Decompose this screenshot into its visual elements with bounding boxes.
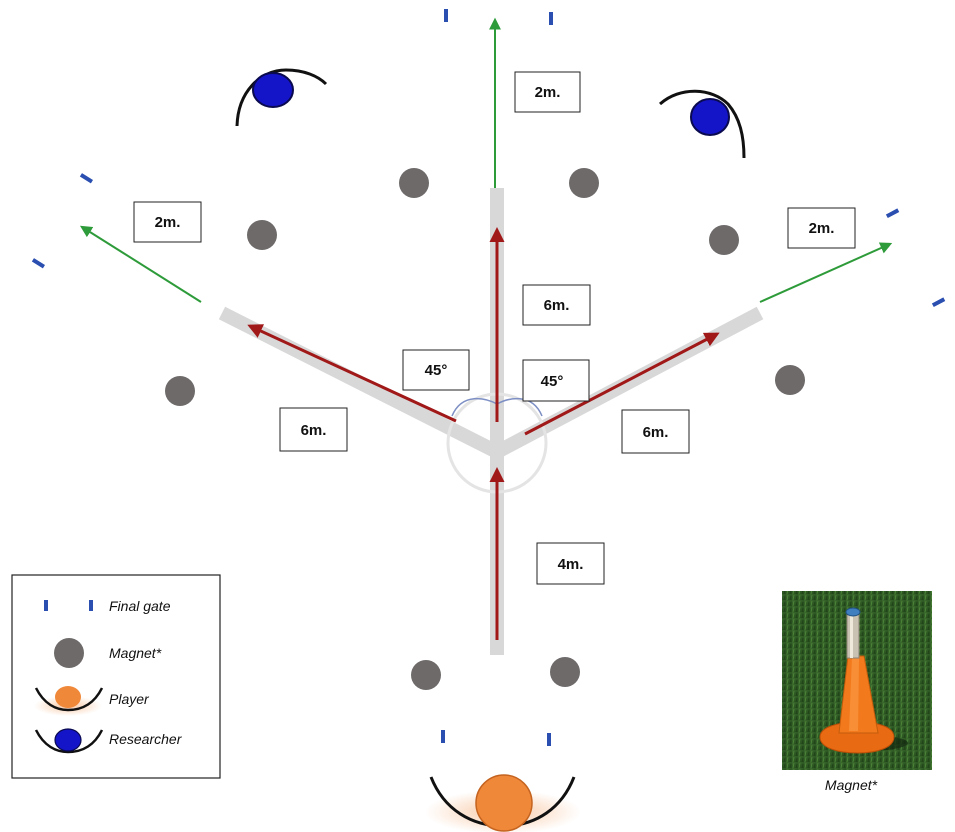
legend-label: Final gate [109,598,171,614]
legend-label: Player [109,691,150,707]
researcher-head [54,728,82,752]
label-left-2m: 2m. [133,201,202,243]
player-start [425,774,581,832]
arrow-right [524,332,720,436]
magnet-disc-icon [399,168,429,198]
magnets [165,168,805,690]
legend-label: Magnet* [109,645,162,661]
extension-arrows [79,17,893,303]
label-text: 2m. [809,220,835,237]
gate-marker-icon [89,600,93,611]
extension-right [759,242,893,303]
player-icon [34,687,104,712]
gate-marker-icon [931,297,946,308]
label-text: 2m. [155,214,181,231]
final-gates [31,9,946,746]
label-center-6m: 6m. [522,284,591,326]
photo-caption: Magnet* [825,777,878,793]
label-text: 6m. [301,422,327,439]
magnet-disc-icon [411,660,441,690]
magnet-disc-icon [165,376,195,406]
label-left-6m: 6m. [279,407,348,452]
label-right-2m: 2m. [787,207,856,249]
gate-marker-icon [547,733,551,746]
gate-marker-icon [444,9,448,22]
researcher-right [658,89,746,159]
magnet-disc-icon [569,168,599,198]
magnet-disc-icon [775,365,805,395]
run-arrows [247,227,720,640]
label-text: 6m. [544,297,570,314]
gate-marker-icon [885,208,900,219]
magnet-disc-icon [550,657,580,687]
label-text: 2m. [535,84,561,101]
label-angle-right: 45° [522,359,590,402]
magnet-disc-icon [54,638,84,668]
arrow-left [247,324,457,423]
distance-labels: 2m. 2m. 2m. 6m. 6m. 6m. 4m. [133,71,856,585]
label-top-2m: 2m. [514,71,581,113]
gate-marker-icon [441,730,445,743]
legend-label: Researcher [109,731,183,747]
player-head [475,774,533,832]
legend: Final gate Magnet* Player Researcher [11,574,221,779]
gate-marker-icon [549,12,553,25]
label-text: 45° [541,373,564,390]
label-approach-4m: 4m. [536,542,605,585]
magnet-photo: Magnet* [782,591,932,793]
extension-left [79,225,202,303]
gate-marker-icon [44,600,48,611]
label-angle-left: 45° [402,349,470,391]
gate-marker-icon [79,173,93,184]
researcher-head [690,98,730,136]
researcher-icon [235,68,328,127]
label-right-6m: 6m. [621,409,690,454]
label-text: 4m. [558,556,584,573]
researcher-icon [658,89,746,159]
legend-item-player: Player [34,686,150,716]
label-text: 45° [425,362,448,379]
magnet-disc-icon [709,225,739,255]
researcher-left [235,68,328,127]
legend-item-final-gate: Final gate [44,598,171,614]
researcher-head [252,72,294,108]
angle-labels: 45° 45° [402,349,590,402]
player-head [55,686,81,708]
gate-marker-icon [31,258,45,269]
researcher-icon [34,729,104,754]
magnet-disc-icon [247,220,277,250]
label-text: 6m. [643,424,669,441]
legend-item-magnet: Magnet* [54,638,162,668]
legend-item-researcher: Researcher [34,728,183,754]
